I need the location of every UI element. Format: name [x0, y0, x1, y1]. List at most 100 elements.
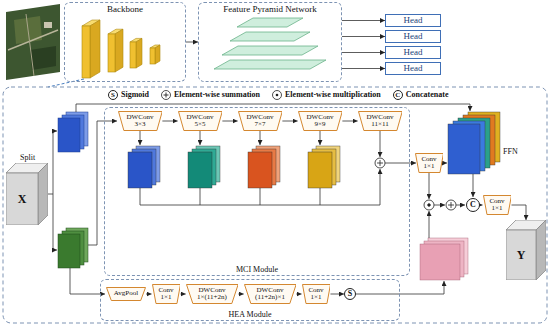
- trapezoid-outline: [107, 288, 146, 301]
- image-ground: [6, 4, 60, 80]
- connector-arrow: [282, 121, 297, 122]
- legend-item: Element-wise multiplication: [272, 90, 381, 100]
- pyramid-plane: [214, 60, 326, 69]
- trapezoid-outline: [178, 112, 222, 131]
- node-label: Y: [517, 249, 526, 262]
- backbone-region: Backbone: [64, 2, 186, 82]
- satellite-image: [6, 4, 60, 80]
- slab-side: [90, 20, 100, 78]
- legend-text: Element-wise multiplication: [285, 91, 381, 99]
- wire: [434, 205, 445, 206]
- output-tensor: Y: [506, 220, 546, 280]
- wire: [473, 174, 474, 197]
- module-frame: [3, 87, 547, 323]
- connector-arrow: [330, 294, 344, 295]
- node-label: AvgPool: [114, 290, 138, 297]
- conv-block: Conv 1×1: [483, 195, 512, 215]
- feature-map: [58, 234, 80, 268]
- trapezoid-outline: [244, 285, 296, 304]
- slab-side: [115, 29, 123, 72]
- concat-circle: C: [466, 198, 480, 212]
- connector-arrow: [146, 294, 152, 295]
- input-tensor: X: [6, 163, 48, 225]
- feature-map: [128, 152, 152, 188]
- pink-feature-stack: [420, 238, 468, 280]
- operators: [375, 158, 456, 210]
- trapezoid-outline: [415, 154, 443, 173]
- feature-map: [248, 152, 272, 188]
- connector-arrow: [342, 20, 385, 21]
- sum-symbol: [375, 158, 385, 168]
- slab-front: [82, 26, 90, 78]
- node-label: Conv 1×1: [307, 287, 325, 302]
- mci-feature-stacks: [128, 146, 340, 188]
- mci-module: MCI ModuleDWConv 3×3DWConv 5×5DWConv 7×7…: [104, 107, 410, 276]
- pyramid-planes: [214, 18, 326, 69]
- feature-map: [188, 152, 212, 188]
- cube-shape: [506, 220, 546, 280]
- legend-text: Concatenate: [406, 91, 449, 99]
- wire: [429, 173, 430, 199]
- legend-symbol-circle: [273, 91, 282, 100]
- split-label: Split: [20, 154, 35, 162]
- slab-front: [130, 42, 136, 68]
- wire: [200, 131, 201, 145]
- sigmoid-circle: S: [344, 288, 356, 300]
- split-wire: [48, 131, 53, 250]
- trapezoid-outline: [118, 112, 162, 131]
- node-label: Conv 1×1: [157, 287, 175, 302]
- legend-symbol: [161, 90, 171, 100]
- conv-block: Conv 1×1: [415, 153, 444, 173]
- feature-map: [58, 118, 80, 152]
- pyramid-plane: [237, 18, 303, 27]
- connector-arrow: [342, 68, 385, 69]
- pyramid-plane: [230, 32, 310, 41]
- slab-front: [108, 34, 115, 72]
- wire: [385, 163, 416, 164]
- sum-symbol: [377, 160, 383, 166]
- wire: [76, 104, 470, 112]
- legend-symbol: S: [108, 90, 118, 100]
- node-label: DWConv 5×5: [185, 114, 215, 129]
- connector-arrow: [238, 294, 243, 295]
- image-road: [8, 30, 58, 50]
- legend-text: Sigmoid: [121, 91, 149, 99]
- multiply-symbol: [428, 204, 431, 207]
- image-road: [26, 14, 34, 76]
- connector-arrow: [296, 294, 301, 295]
- feature-map: [420, 244, 460, 280]
- green-feature-stack: [58, 228, 88, 268]
- legend-symbol-circle: [162, 91, 171, 100]
- conv-block: Conv 1×1: [302, 284, 331, 304]
- split-wire: [53, 250, 57, 251]
- zoom-line: [48, 79, 84, 87]
- legend-symbol-plus: [164, 93, 169, 98]
- conv-block: Conv 1×1: [152, 284, 181, 304]
- avgpool-block: AvgPool: [106, 287, 146, 301]
- wire: [380, 131, 381, 157]
- region-label: Backbone: [107, 5, 143, 14]
- fpn-region: Feature Pyramid Network: [198, 2, 342, 82]
- connector-arrow: [186, 42, 198, 43]
- ffn-label: FFN: [503, 148, 518, 156]
- region-label: MCI Module: [236, 266, 278, 274]
- wire: [441, 163, 447, 164]
- node-label: Head: [404, 16, 423, 25]
- dwconv-block: DWConv 1×(11+2n): [186, 284, 239, 304]
- node-label: DWConv 11×11: [365, 114, 395, 129]
- image-building: [44, 22, 52, 28]
- dwconv-block: DWConv 7×7: [238, 111, 283, 131]
- connector-arrow: [180, 294, 185, 295]
- wire: [320, 131, 321, 145]
- split-wire: [53, 131, 57, 132]
- ffn-feature-stack: [448, 112, 500, 174]
- wire: [429, 211, 430, 238]
- dwconv-block: DWConv 11×11: [358, 111, 403, 131]
- cube-face: [38, 163, 48, 225]
- sum-symbol: [448, 202, 454, 208]
- wire: [356, 281, 444, 294]
- node-label: X: [18, 193, 27, 206]
